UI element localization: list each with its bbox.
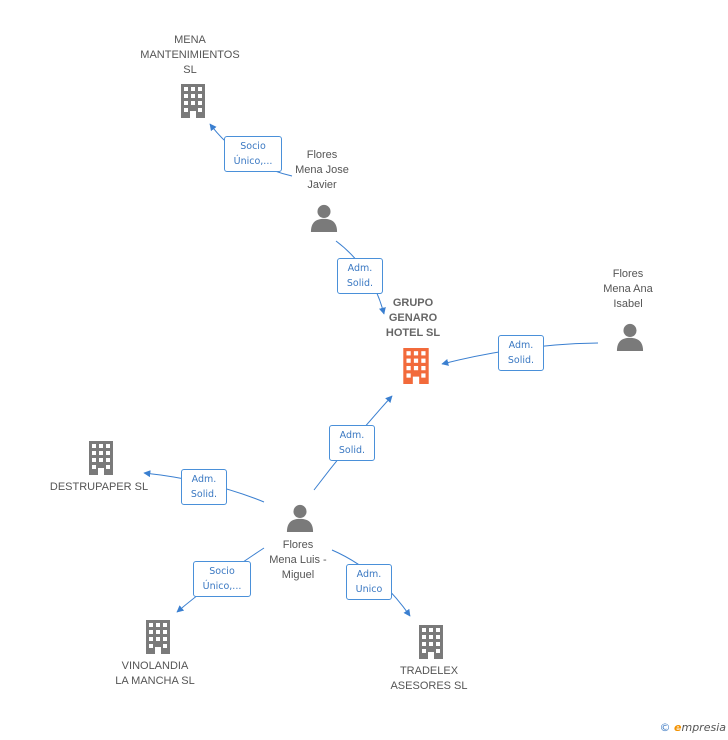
footer-credit[interactable]: © empresia [660,721,726,734]
person-icon-ana[interactable] [616,323,644,351]
node-label-ana[interactable]: Flores Mena Ana Isabel [603,268,653,310]
building-icon-destrupaper[interactable] [89,441,113,475]
edge-label-jose-mena: Socio Único,... [224,136,282,172]
node-label-destrupaper[interactable]: DESTRUPAPER SL [49,481,149,493]
node-label-vinolandia[interactable]: VINOLANDIA LA MANCHA SL [115,660,195,687]
building-icon-tradelex[interactable] [419,625,443,659]
edge-label-luis-tradelex: Adm. Unico [346,564,392,600]
person-icon-jose[interactable] [310,204,338,232]
node-label-luis[interactable]: Flores Mena Luis - Miguel [269,539,327,581]
empresia-logo-e: e [674,721,682,734]
person-icon-luis[interactable] [286,504,314,532]
edge-label-ana-grupo: Adm. Solid. [498,335,544,371]
edge-label-luis-destrupaper: Adm. Solid. [181,469,227,505]
edge-label-luis-vinolandia: Socio Único,... [193,561,251,597]
building-icon-grupo[interactable] [403,348,429,384]
node-label-jose[interactable]: Flores Mena Jose Javier [295,149,349,191]
building-icon-mena[interactable] [181,84,205,118]
copyright-icon: © [659,721,671,734]
building-icon-vinolandia[interactable] [146,620,170,654]
edge-label-luis-grupo: Adm. Solid. [329,425,375,461]
node-label-mena[interactable]: MENA MANTENIMIENTOS SL [140,34,240,76]
node-label-grupo[interactable]: GRUPO GENARO HOTEL SL [385,297,441,339]
edge-label-jose-grupo: Adm. Solid. [337,258,383,294]
node-label-tradelex[interactable]: TRADELEX ASESORES SL [390,665,468,692]
empresia-logo-text: mpresia [681,721,726,734]
